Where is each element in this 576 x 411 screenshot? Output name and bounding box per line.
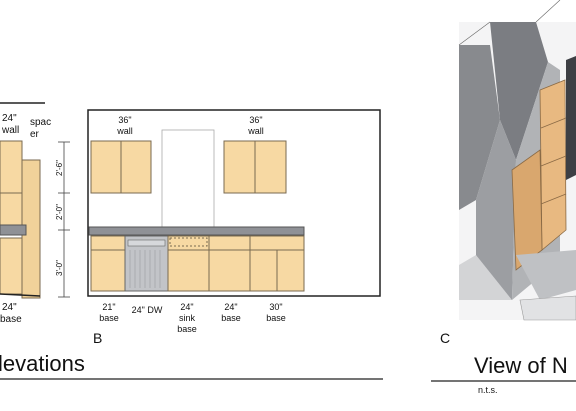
elevation-a-base-cabinet <box>0 237 23 295</box>
wall-cabinet-left-label: wall <box>116 126 133 136</box>
base-cabinet-24 <box>208 235 251 292</box>
wall-cabinet-right-size: 36" <box>249 115 262 125</box>
elevation-a-spacer-label-2: er <box>30 129 40 140</box>
dishwasher-panel <box>127 239 166 247</box>
cabinet-seam <box>540 155 567 167</box>
wall-cabinet-right-label: wall <box>247 126 264 136</box>
elevation-a-top-label-2: wall <box>1 125 19 136</box>
elevation-a-wall-cabinet <box>0 140 23 194</box>
elevation-a-floor-line <box>0 293 41 297</box>
elevation-a: 24" wall spac er 2'-6" 2'-0" 3'-0" 24" b… <box>0 102 70 325</box>
base-label-dw: 24" DW <box>132 305 163 315</box>
base-label-sink-word: sink <box>179 313 196 323</box>
elevations-title: levations <box>0 351 85 376</box>
base-label-24-type: base <box>221 313 241 323</box>
base-label-21-type: base <box>99 313 119 323</box>
view-c-letter: C <box>440 330 450 346</box>
elevation-a-countertop <box>0 224 27 236</box>
view-c-note: n.t.s. <box>478 385 498 395</box>
elevation-a-mid-cabinet <box>0 192 23 226</box>
window-opening <box>161 129 215 228</box>
view-c-title: View of N <box>474 353 568 378</box>
render-counter <box>516 250 576 300</box>
elevation-a-base-label-2: base <box>0 314 22 325</box>
cabinet-seam <box>540 193 567 205</box>
render-floor-right <box>519 295 576 321</box>
dimension-lower: 3'-0" <box>55 260 64 276</box>
render-floor-left <box>459 255 512 300</box>
base-cabinet-21 <box>90 235 126 292</box>
dimension-middle: 2'-0" <box>55 204 64 220</box>
countertop <box>88 226 305 236</box>
base-label-21-size: 21" <box>102 302 115 312</box>
elevation-a-base-label-1: 24" <box>2 302 17 313</box>
elevation-b-outline <box>87 109 381 297</box>
elevation-b: 36" wall 36" wall 21" <box>87 109 381 346</box>
render-appliance-dark <box>566 56 576 180</box>
render-column <box>476 120 516 300</box>
wall-cabinet-left-size: 36" <box>118 115 131 125</box>
elevation-a-top-label-1: 24" <box>2 113 17 124</box>
dishwasher-lines <box>129 250 161 288</box>
base-label-30-type: base <box>266 313 286 323</box>
base-label-24-size: 24" <box>224 302 237 312</box>
cabinet-seam <box>540 117 567 129</box>
base-label-sink-size: 24" <box>180 302 193 312</box>
render-cabinet-side <box>511 149 543 271</box>
dimension-upper: 2'-6" <box>55 160 64 176</box>
render-wall-upper <box>490 22 548 160</box>
render-edge <box>535 0 561 23</box>
elevation-a-spacer-label-1: spac <box>30 117 51 128</box>
base-label-sink-type: base <box>177 324 197 334</box>
sink-outline <box>169 237 208 247</box>
view-c-rendering <box>458 0 576 321</box>
sink-base-cabinet <box>167 235 210 292</box>
render-wall-left <box>459 45 500 210</box>
elevation-b-letter: B <box>93 330 102 346</box>
base-label-30-size: 30" <box>269 302 282 312</box>
render-edge <box>458 21 491 46</box>
